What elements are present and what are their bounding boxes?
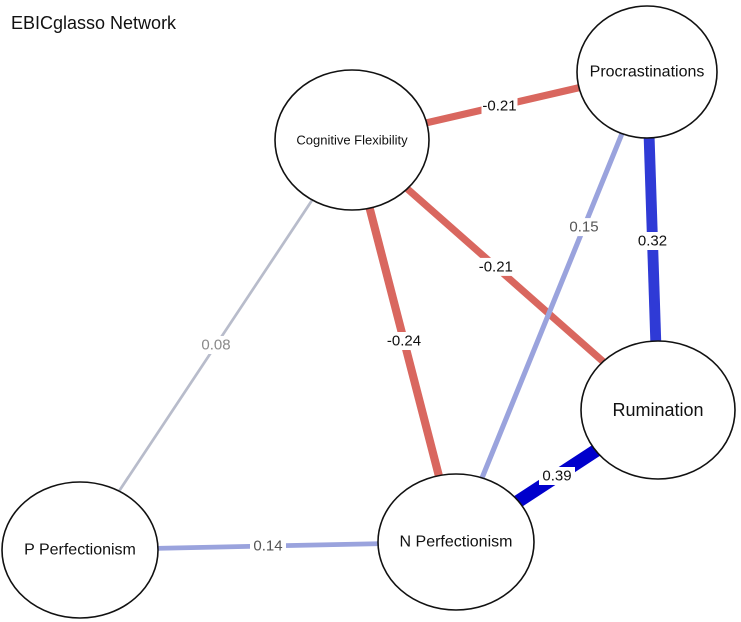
- edge-label-background: [198, 336, 234, 354]
- edge-label-background: [250, 537, 286, 555]
- node-label: Cognitive Flexibility: [296, 133, 408, 148]
- node-circle[interactable]: [580, 340, 736, 480]
- edge-label-pr-ru: 0.32: [638, 233, 667, 250]
- edge-label-background: [634, 232, 671, 250]
- edge-label-pr-np: 0.15: [569, 219, 598, 236]
- node-ru[interactable]: Rumination: [580, 340, 736, 480]
- edge-label-cf-np: -0.24: [387, 333, 421, 350]
- edge-label-background: [477, 257, 514, 276]
- node-np[interactable]: N Perfectionism: [377, 473, 535, 611]
- edge-label-background: [386, 332, 422, 350]
- node-circle[interactable]: [1, 481, 159, 619]
- edge-label-cf-pr: -0.21: [482, 98, 516, 115]
- chart-title: EBICglasso Network: [11, 13, 177, 33]
- edge-label-background: [481, 97, 518, 115]
- node-cf[interactable]: Cognitive Flexibility: [274, 69, 430, 211]
- node-circle[interactable]: [274, 69, 430, 211]
- node-pr[interactable]: Procrastinations: [576, 5, 718, 139]
- node-circle[interactable]: [377, 473, 535, 611]
- edge-label-ru-np: 0.39: [542, 468, 571, 485]
- edge-label-cf-pp: 0.08: [201, 337, 230, 354]
- edge-label-cf-ru: -0.21: [479, 258, 513, 275]
- edge-label-background: [565, 218, 602, 237]
- node-circle[interactable]: [576, 5, 718, 139]
- edge-label-background: [539, 467, 575, 485]
- edge-pr-np: [453, 71, 650, 543]
- node-label: Rumination: [612, 400, 703, 420]
- node-label: P Perfectionism: [24, 542, 136, 559]
- edge-label-pp-np: 0.14: [253, 538, 282, 555]
- node-pp[interactable]: P Perfectionism: [1, 481, 159, 619]
- node-label: Procrastinations: [590, 64, 705, 81]
- node-label: N Perfectionism: [400, 534, 513, 551]
